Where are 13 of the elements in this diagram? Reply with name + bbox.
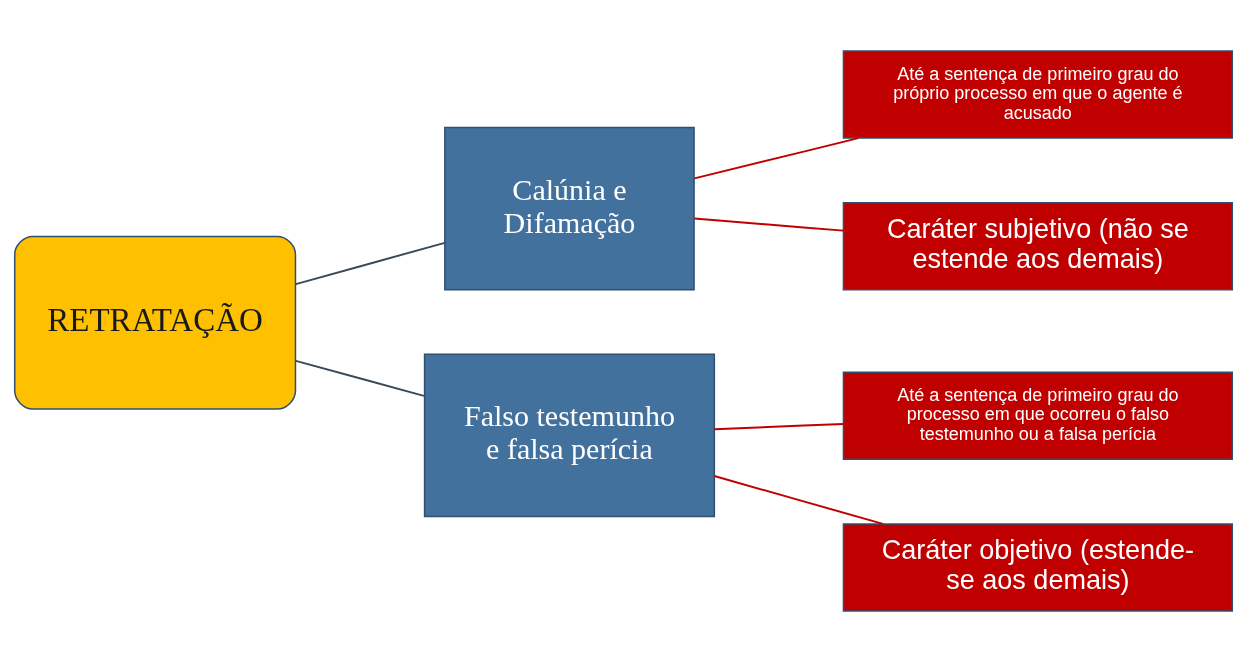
connector [693,217,845,232]
node-box: Calúnia e Difamação [444,126,695,290]
connector [713,474,884,525]
connector [713,422,845,430]
node-box: Falso testemunho e falsa perícia [423,353,716,517]
node-box: Caráter subjetivo (não se estende aos demais) [842,201,1234,290]
node-box: Caráter objetivo (estende-se aos demais) [842,522,1234,612]
connector [693,136,860,179]
connector [294,359,425,397]
node-box: Até a sentença de primeiro grau do processo em que ocorreu o falso testemunho ou a falsa perícia [842,371,1234,460]
node-box: Até a sentença de primeiro grau do próprio processo em que o agente é acusado [842,49,1234,139]
connector [294,241,446,285]
node-box: RETRATAÇÃO [13,235,297,410]
